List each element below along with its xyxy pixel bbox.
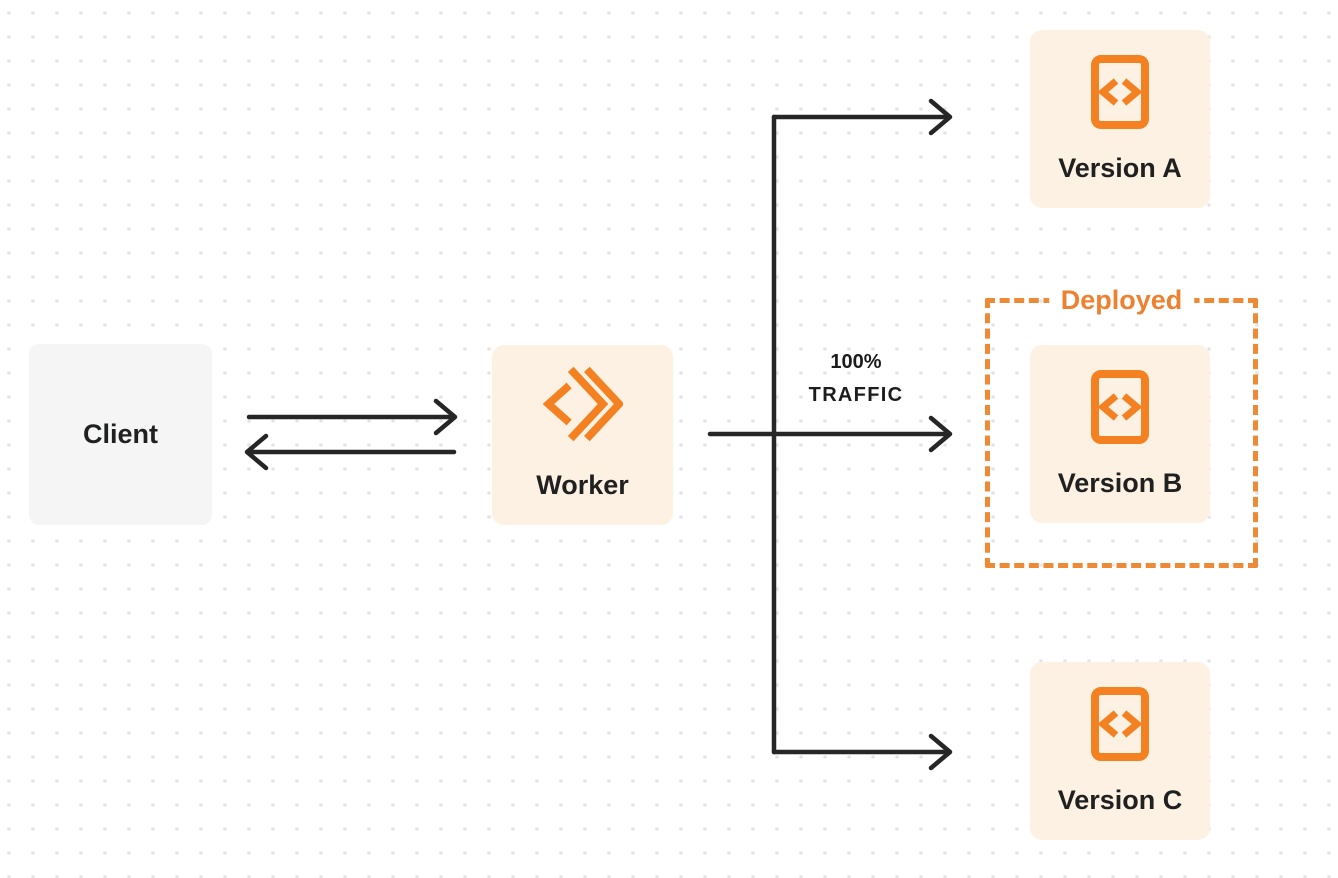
worker-label: Worker: [536, 470, 629, 500]
worker-node: Worker: [492, 345, 673, 525]
arrow-branch-to-version-c: [771, 733, 953, 771]
client-label: Client: [82, 418, 158, 449]
version-c-label: Version C: [1057, 785, 1183, 815]
version-c-node: Version C: [1030, 662, 1210, 840]
deployed-label: Deployed: [1048, 285, 1195, 316]
deployed-frame: Deployed: [985, 285, 1258, 568]
version-b-label: Version B: [1057, 468, 1183, 498]
code-file-icon: [1091, 687, 1149, 761]
traffic-word-text: TRAFFIC: [808, 384, 904, 406]
traffic-percent-text: 100%: [830, 351, 882, 373]
client-node: Client: [29, 344, 212, 525]
code-file-icon: [1091, 370, 1149, 444]
version-a-label: Version A: [1058, 153, 1182, 183]
arrow-worker-to-version-b: [707, 415, 953, 453]
arrow-client-to-worker: [246, 398, 458, 436]
arrow-worker-to-client: [244, 433, 457, 471]
traffic-label: 100% TRAFFIC: [786, 351, 926, 407]
cloudflare-worker-icon: [542, 366, 623, 442]
version-b-node: Version B: [1030, 345, 1210, 523]
version-a-node: Version A: [1030, 30, 1210, 208]
arrow-branch-to-version-a: [771, 98, 953, 136]
code-file-icon: [1091, 55, 1149, 129]
